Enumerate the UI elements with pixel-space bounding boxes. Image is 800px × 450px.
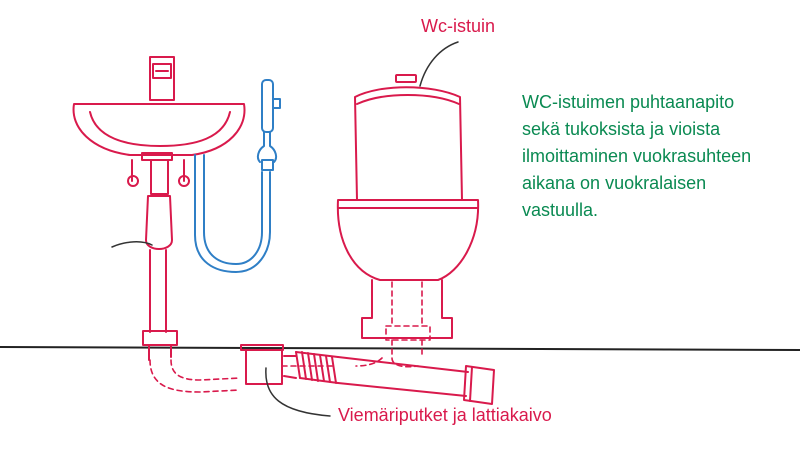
toilet <box>336 74 480 368</box>
toilet-base <box>361 279 453 339</box>
responsibility-description: WC-istuimen puhtaanapito sekä tukoksista… <box>522 89 792 224</box>
buried-pipes <box>149 357 383 393</box>
drain-label: Viemäriputket ja lattiakaivo <box>338 405 552 425</box>
sink-trap <box>145 195 173 250</box>
floor-drain <box>240 344 495 405</box>
main-sewer-pipe <box>337 356 469 397</box>
toilet-pointer <box>419 41 459 87</box>
description-line: aikana on vuokralaisen <box>522 173 707 193</box>
description-line: ilmoittaminen vuokrasuhteen <box>522 146 752 166</box>
shower-hose <box>194 154 271 273</box>
sink <box>72 56 246 361</box>
description-line: WC-istuimen puhtaanapito <box>522 92 735 112</box>
sink-drain-pipe <box>149 249 167 333</box>
floor-line <box>0 346 800 351</box>
shower-head-icon <box>261 79 274 133</box>
drain-pointer <box>265 367 331 417</box>
bidet-shower <box>194 79 281 273</box>
flush-button <box>395 74 417 83</box>
description-line: sekä tukoksista ja vioista <box>522 119 721 139</box>
toilet-bowl <box>336 199 480 281</box>
sink-valve-right <box>178 159 190 187</box>
sink-valve-left <box>127 159 139 187</box>
description-line: vastuulla. <box>522 200 599 220</box>
toilet-tank <box>354 86 463 201</box>
trap-pointer <box>111 241 153 248</box>
faucet <box>149 56 175 101</box>
toilet-label: Wc-istuin <box>421 16 496 36</box>
sink-basin <box>72 103 246 156</box>
